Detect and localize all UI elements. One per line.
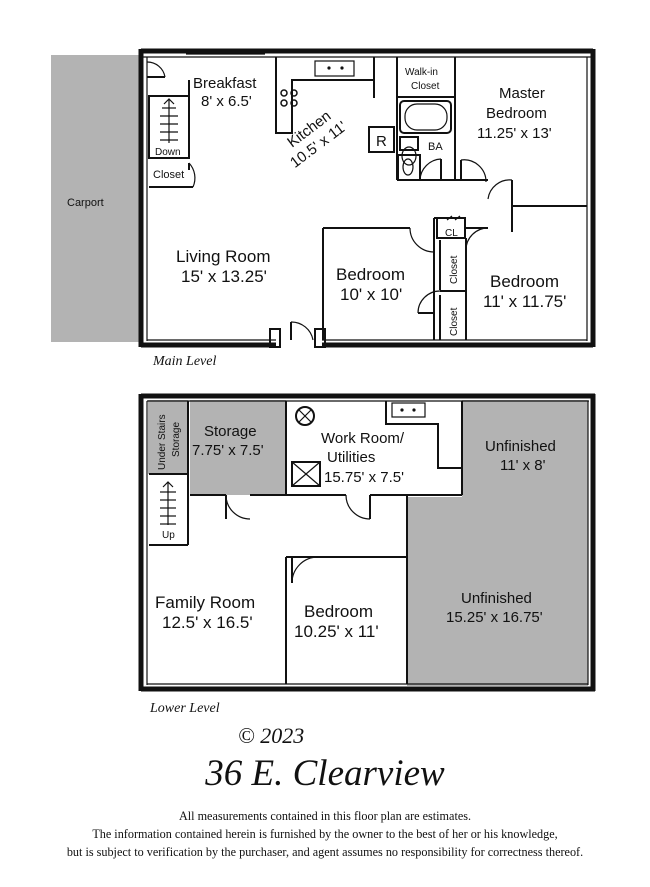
under-stairs-line1: Under Stairs [157,414,168,470]
living-room-size: 15' x 13.25' [181,267,267,286]
unfinished-b-name: Unfinished [461,590,532,607]
stairs-down-label: Down [155,147,181,158]
bedroom-b-size: 11' x 11.75' [483,292,566,311]
bedroom-a-size: 10' x 10' [340,285,402,304]
master-bedroom-name1: Master [499,85,545,102]
bath-label: BA [428,141,443,153]
bedroom-b-name: Bedroom [490,272,559,291]
stairs-up-label: Up [162,530,175,541]
lower-level-caption: Lower Level [149,701,220,716]
carport-area [51,55,141,342]
main-outer-walls [138,48,596,348]
carport-label: Carport [67,197,104,209]
address-title: 36 E. Clearview [204,753,445,794]
master-bedroom-size: 11.25' x 13' [477,125,552,142]
cl-label: CL [445,228,458,239]
front-door [290,321,314,341]
refrigerator-label: R [376,133,387,150]
walkin-closet-line2: Closet [411,81,440,92]
disclaimer-line-1: All measurements contained in this floor… [179,809,471,823]
lower-bedroom-name: Bedroom [304,602,373,621]
unfinished-a-name: Unfinished [485,438,556,455]
under-stairs-area [148,400,188,474]
side-door [146,61,166,78]
closet-v2-label: Closet [449,307,460,336]
master-bedroom-name2: Bedroom [486,105,547,122]
breakfast-size: 8' x 6.5' [201,93,252,110]
unfinished-area [407,400,588,686]
storage-size: 7.75' x 7.5' [192,442,264,459]
bath-and-closet [396,57,461,181]
work-room-name1: Work Room/ [321,430,405,447]
stairs-down [148,80,196,188]
storage-name: Storage [204,423,257,440]
breakfast-name: Breakfast [193,75,257,92]
family-room-name: Family Room [155,593,255,612]
unfinished-b-size: 15.25' x 16.75' [446,609,543,626]
closet-v1-label: Closet [449,255,460,284]
unfinished-a-size: 11' x 8' [500,457,546,474]
interior-walls [322,159,587,340]
main-level-plan [51,48,596,348]
lower-bedroom-size: 10.25' x 11' [294,622,379,641]
main-level-caption: Main Level [152,354,216,369]
living-room-name: Living Room [176,247,271,266]
walkin-closet-line1: Walk-in [405,67,438,78]
work-room-name2: Utilities [327,449,375,466]
disclaimer-line-3: but is subject to verification by the pu… [67,845,583,859]
copyright-text: © 2023 [238,723,304,748]
kitchen-fixtures [275,57,395,153]
storage-area [190,400,286,495]
disclaimer-line-2: The information contained herein is furn… [92,827,557,841]
family-room-size: 12.5' x 16.5' [162,613,253,632]
bedroom-a-name: Bedroom [336,265,405,284]
lower-level-plan [138,393,596,692]
work-room-size: 15.75' x 7.5' [324,469,404,486]
closet-left-label: Closet [153,169,184,181]
under-stairs-line2: Storage [171,422,182,457]
